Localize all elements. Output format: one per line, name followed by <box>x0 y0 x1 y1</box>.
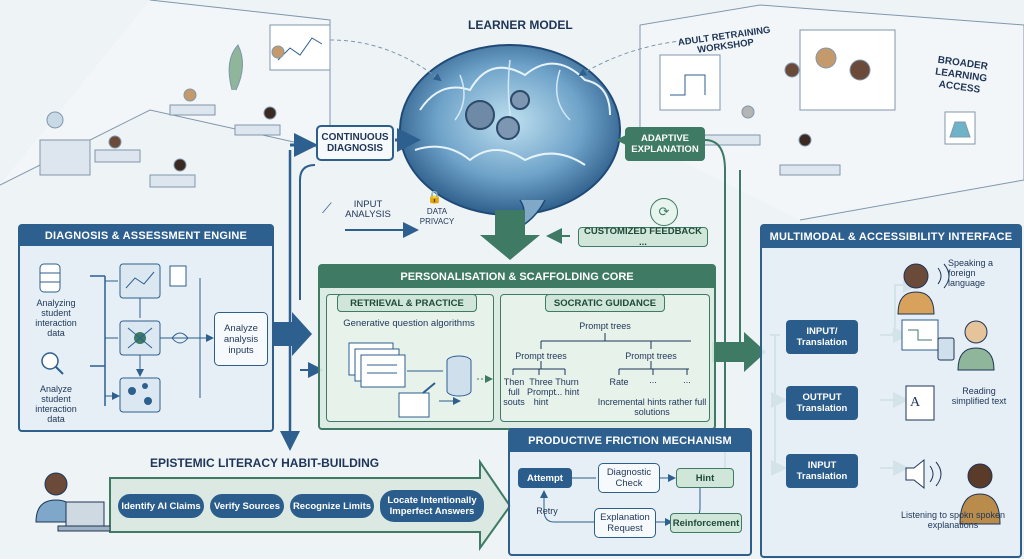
step-identify-claims: Identify AI Claims <box>118 494 204 518</box>
multimodal-panel: MULTIMODAL & ACCESSIBILITY INTERFACE INP… <box>760 224 1022 558</box>
speaking-label: Speaking a foreign language <box>948 258 994 288</box>
step-verify-sources-label: Verify Sources <box>213 500 280 512</box>
chart-icon: ⟋ <box>322 200 332 216</box>
socratic-title: SOCRATIC GUIDANCE <box>545 294 665 312</box>
step-imperfect-answers: Locate Intentionally Imperfect Answers <box>380 490 484 522</box>
prompt-tree-left: Prompt trees <box>515 351 567 361</box>
customized-feedback-box: CUSTOMIZED FEEDBACK ... <box>578 226 708 248</box>
multimodal-people-graphic: A <box>897 263 1001 525</box>
tree-leaf-1: Then full souts <box>503 377 525 407</box>
step-recognize-limits-label: Recognize Limits <box>292 500 372 512</box>
diagnostic-check-label: Diagnostic Check <box>606 467 652 489</box>
input-translation-2-label: INPUT Translation <box>796 460 848 482</box>
friction-title: PRODUCTIVE FRICTION MECHANISM <box>510 430 750 452</box>
person-laptop-icon <box>35 472 111 532</box>
retrieval-subtitle: Generative question algorithms <box>343 318 475 329</box>
socratic-title-text: SOCRATIC GUIDANCE <box>553 297 657 309</box>
customized-feedback-label: CUSTOMIZED FEEDBACK ... <box>583 226 703 248</box>
adaptive-explanation-box: ADAPTIVE EXPLANATION <box>625 127 705 161</box>
tree-leaf-5: ... <box>649 375 657 385</box>
socratic-note: Incremental hints rather full solutions <box>597 397 707 417</box>
retry-label: Retry <box>536 506 558 516</box>
hint-label: Hint <box>695 472 715 484</box>
data-privacy-label: DATA PRIVACY <box>419 207 455 226</box>
continuous-diagnosis-box: CONTINUOUS DIAGNOSIS <box>316 125 394 161</box>
output-translation-label: OUTPUT Translation <box>796 392 848 414</box>
tree-leaf-6: ... <box>683 375 691 385</box>
interaction-data-label-1: Analyzing student interaction data <box>35 298 77 338</box>
brain-illustration <box>399 44 621 231</box>
prompt-tree-right: Prompt trees <box>625 351 677 361</box>
personalisation-panel: PERSONALISATION & SCAFFOLDING CORE RETRI… <box>318 264 716 430</box>
input-analysis-label: INPUT ANALYSIS <box>345 199 391 220</box>
socratic-section: SOCRATIC GUIDANCE Prompt trees Prompt tr… <box>500 294 710 422</box>
retrieval-practice-section: RETRIEVAL & PRACTICE Generative question… <box>326 294 494 422</box>
retrieval-practice-title-text: RETRIEVAL & PRACTICE <box>350 297 464 309</box>
input-translation-1: INPUT/ Translation <box>786 320 858 354</box>
workshop-illustration <box>639 4 1024 221</box>
explanation-request-label: Explanation Request <box>600 512 650 534</box>
analyze-inputs-label: Analyze analysis inputs <box>223 322 259 356</box>
engine-to-core-arrow <box>272 312 312 356</box>
step-verify-sources: Verify Sources <box>210 494 284 518</box>
analyze-inputs-box: Analyze analysis inputs <box>214 312 268 366</box>
learner-model-title: LEARNER MODEL <box>468 18 573 32</box>
listening-label: Listening to spokn spoken explanations <box>900 510 1006 530</box>
brain-down-arrow <box>480 210 540 260</box>
lock-icon: 🔒 <box>427 190 442 204</box>
core-to-multimodal-arrow <box>712 332 766 372</box>
output-translation: OUTPUT Translation <box>786 386 858 420</box>
step-imperfect-answers-label: Locate Intentionally Imperfect Answers <box>387 495 477 517</box>
diagnosis-engine-diagram <box>39 263 214 413</box>
tree-leaf-2: Three Prompt hint <box>527 377 557 407</box>
svg-text:A: A <box>910 395 921 410</box>
reinforcement-box: Reinforcement <box>670 513 742 533</box>
continuous-diagnosis-label: CONTINUOUS DIAGNOSIS <box>321 132 389 154</box>
reinforcement-label: Reinforcement <box>672 517 740 529</box>
retrieval-practice-title: RETRIEVAL & PRACTICE <box>337 294 477 312</box>
attempt-label: Attempt <box>527 472 563 484</box>
prompt-tree-root: Prompt trees <box>579 321 631 331</box>
prompt-tree-graphic <box>512 333 691 375</box>
tree-leaf-4: Rate <box>609 377 629 387</box>
feedback-cycle-icon: ⟳ <box>650 198 678 226</box>
classroom-illustration <box>0 0 331 188</box>
retrieval-cards-graphic <box>348 342 493 418</box>
interaction-data-label-2: Analyze student interaction data <box>35 384 77 424</box>
learner-laptop-illustration <box>30 462 111 532</box>
explanation-request-box: Explanation Request <box>594 508 656 538</box>
tree-leaf-3: Thurn ... hint <box>554 377 580 397</box>
reading-label: Reading simplified text <box>951 386 1007 406</box>
input-translation-1-label: INPUT/ Translation <box>796 326 848 348</box>
personalisation-title: PERSONALISATION & SCAFFOLDING CORE <box>320 266 714 288</box>
diagnosis-engine-panel: DIAGNOSIS & ASSESSMENT ENGINE Analyzing … <box>18 224 274 432</box>
diagnosis-engine-title: DIAGNOSIS & ASSESSMENT ENGINE <box>20 226 272 246</box>
friction-panel: PRODUCTIVE FRICTION MECHANISM Attempt Di… <box>508 428 752 556</box>
epistemic-title: EPISTEMIC LITERACY HABIT-BUILDING <box>150 456 380 470</box>
diagnostic-check-box: Diagnostic Check <box>598 463 660 493</box>
hint-box: Hint <box>676 468 734 488</box>
input-translation-2: INPUT Translation <box>786 454 858 488</box>
multimodal-title: MULTIMODAL & ACCESSIBILITY INTERFACE <box>762 226 1020 248</box>
attempt-button: Attempt <box>518 468 572 488</box>
step-recognize-limits: Recognize Limits <box>290 494 374 518</box>
adaptive-explanation-label: ADAPTIVE EXPLANATION <box>631 133 699 155</box>
step-identify-claims-label: Identify AI Claims <box>121 500 201 512</box>
